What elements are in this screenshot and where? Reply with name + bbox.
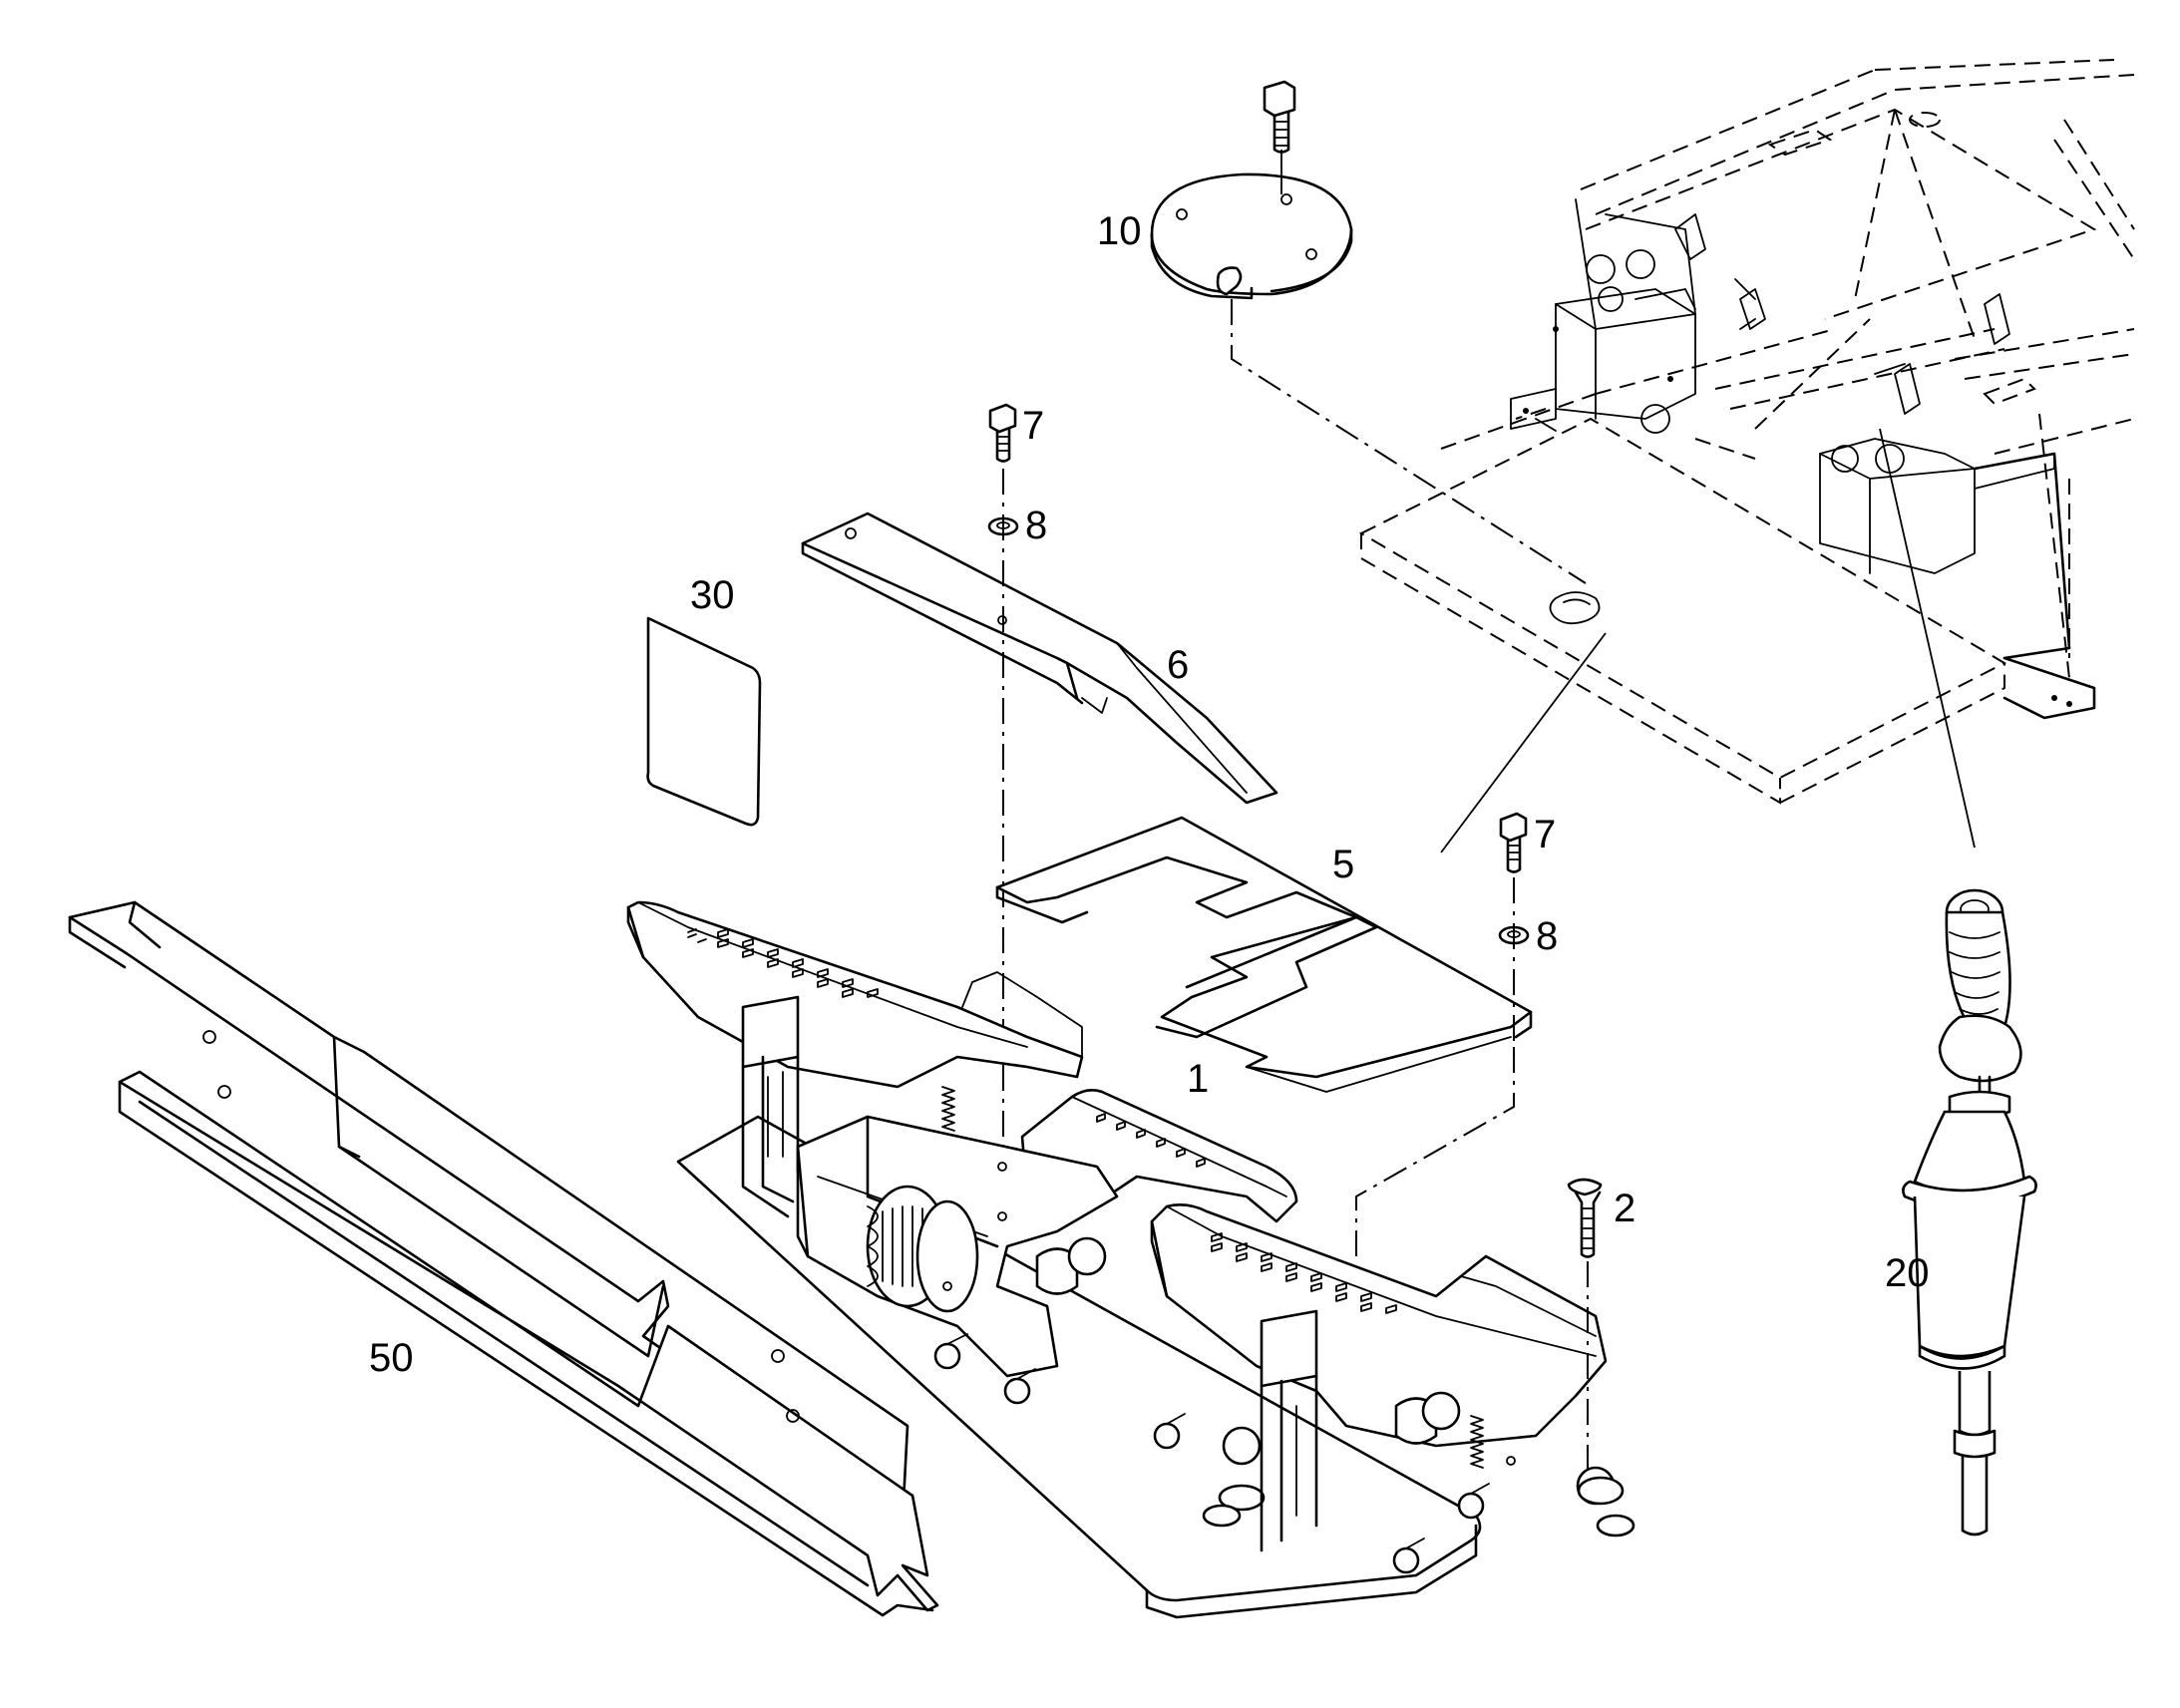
callout-7-lower: 7 (1534, 813, 1556, 856)
cab-floor-frame (1358, 59, 2135, 805)
part-50-side-shield (68, 900, 939, 1617)
part-1-pedal-assembly (626, 900, 1635, 1619)
part-10-cover-plate (1150, 172, 1353, 300)
left-pedal-tread (687, 928, 879, 998)
right-pedal-tread (1211, 1232, 1397, 1314)
callout-30: 30 (690, 573, 735, 617)
callout-7-upper: 7 (1022, 404, 1044, 448)
callout-2: 2 (1614, 1187, 1635, 1230)
part-6-pedal-cover (801, 512, 1278, 805)
callout-8-lower: 8 (1536, 914, 1558, 958)
part-5-mat (995, 816, 1533, 1093)
part-20-joystick (1879, 428, 2037, 1537)
callout-50: 50 (369, 1336, 414, 1380)
callout-8-upper: 8 (1025, 504, 1047, 547)
part-2-screw (1567, 1178, 1603, 1476)
bolt-7b (1499, 812, 1528, 873)
callout-1: 1 (1187, 1057, 1209, 1101)
callout-5: 5 (1332, 843, 1354, 886)
callout-6: 6 (1167, 643, 1189, 687)
part-30-plate (646, 616, 762, 827)
wire-clips (933, 1333, 1490, 1574)
callout-10: 10 (1097, 209, 1142, 253)
bolt-top (1263, 80, 1296, 194)
callout-20: 20 (1885, 1251, 1930, 1295)
bolt-7a (988, 403, 1017, 463)
